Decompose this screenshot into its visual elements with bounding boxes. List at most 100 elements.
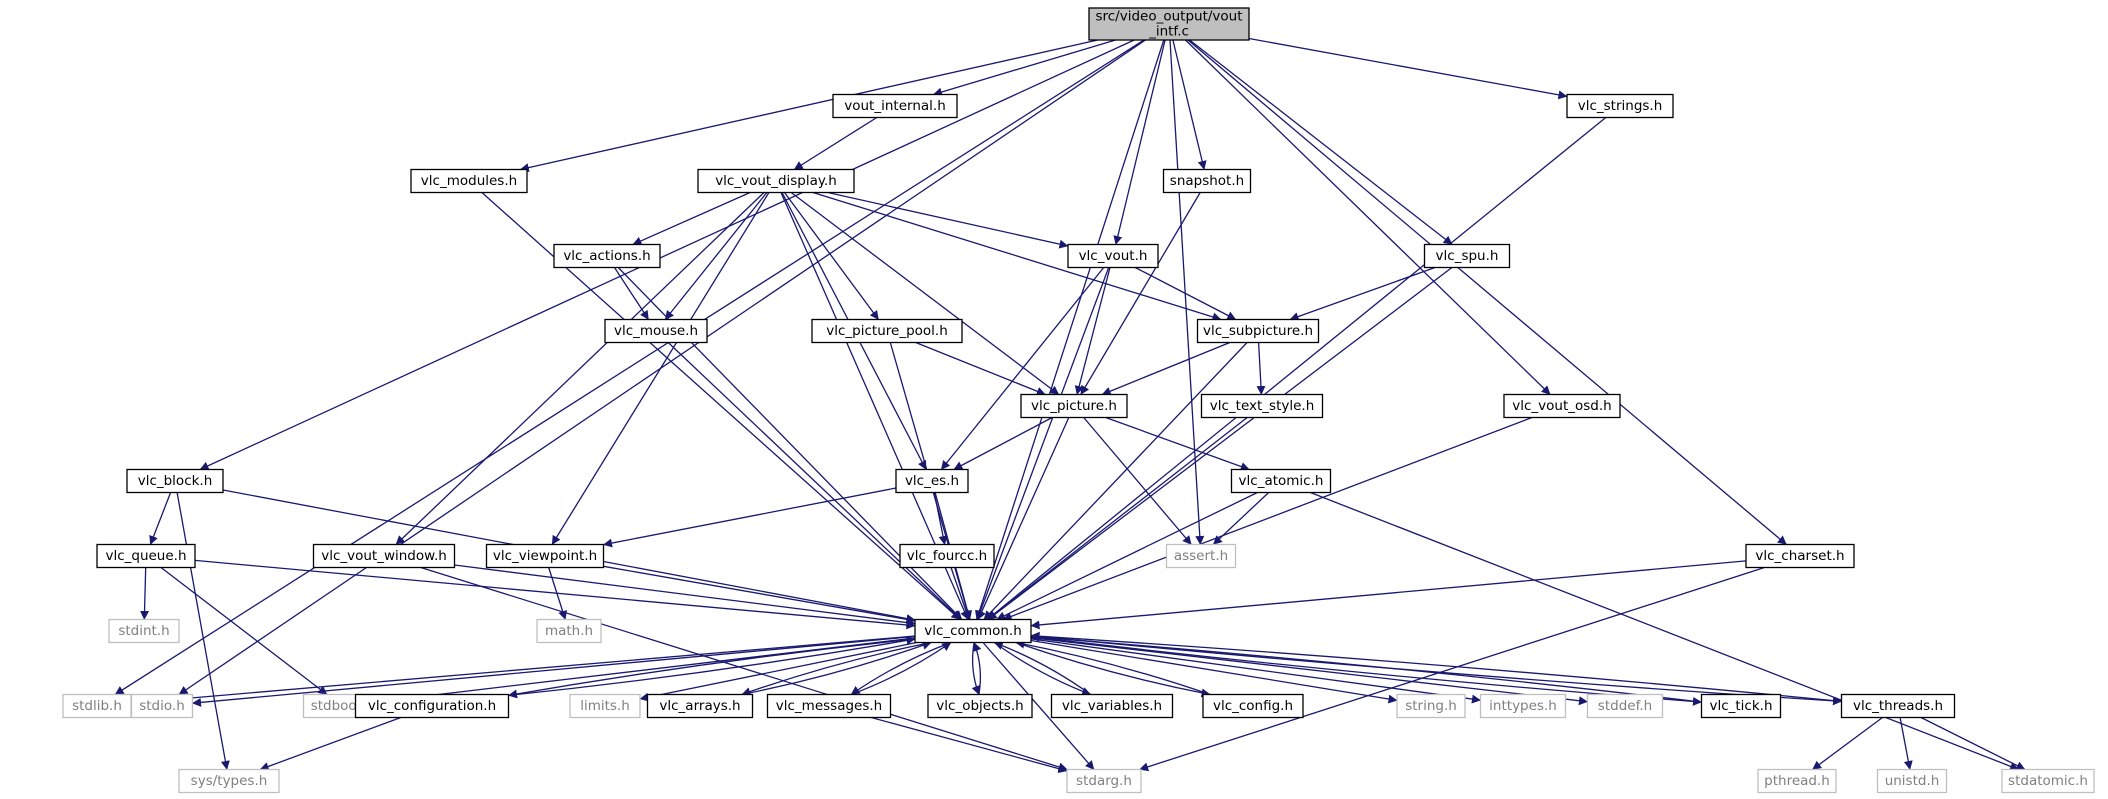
- node-vlc-fourcc-h[interactable]: vlc_fourcc.h: [899, 543, 995, 569]
- edge-vlc_picture_h-to-assert_h: [1083, 417, 1192, 545]
- node-vlc-strings-h[interactable]: vlc_strings.h: [1566, 93, 1674, 119]
- edge-vlc_objects_h-to-vlc_common_h: [972, 642, 982, 695]
- node-snapshot-h[interactable]: snapshot.h: [1162, 168, 1252, 194]
- edge-line: [1248, 37, 1568, 100]
- node-box: [130, 693, 194, 719]
- node-vlc-viewpoint-h[interactable]: vlc_viewpoint.h: [485, 543, 605, 569]
- node-pthread-h: pthread.h: [1757, 768, 1837, 794]
- edge-line: [1030, 631, 1842, 703]
- node-vlc-vout-window-h[interactable]: vlc_vout_window.h: [312, 543, 456, 569]
- node-vlc-subpicture-h[interactable]: vlc_subpicture.h: [1196, 318, 1320, 344]
- edge-line: [454, 564, 916, 627]
- edge-vlc_actions_h-to-vlc_common_h: [617, 267, 963, 620]
- node-label: vlc_strings.h: [1578, 98, 1663, 114]
- node-vlc-vout-h[interactable]: vlc_vout.h: [1067, 243, 1159, 269]
- node-vlc-arrays-h[interactable]: vlc_arrays.h: [646, 693, 754, 719]
- edge-vlc_es_h-to-vlc_viewpoint_h: [603, 487, 897, 548]
- edge-vlc_common_h-to-stdlib_h: [130, 635, 916, 707]
- node-label: vlc_mouse.h: [614, 323, 698, 339]
- edge-line: [950, 567, 971, 620]
- node-vlc-variables-h[interactable]: vlc_variables.h: [1050, 693, 1174, 719]
- edge-line: [130, 635, 916, 707]
- node-vlc-vout-display-h[interactable]: vlc_vout_display.h: [697, 168, 855, 194]
- node-label: vlc_text_style.h: [1210, 398, 1315, 414]
- edge-vlc_queue_h-to-stdbool_h: [160, 566, 328, 696]
- edge-line: [953, 416, 1053, 471]
- node-box: [1162, 168, 1252, 194]
- edge-layer: [114, 37, 2026, 773]
- node-vout-internal-h[interactable]: vout_internal.h: [832, 93, 958, 119]
- node-box: [1700, 693, 1782, 719]
- node-vlc-threads-h[interactable]: vlc_threads.h: [1840, 693, 1956, 719]
- node-vlc-config-h[interactable]: vlc_config.h: [1202, 693, 1304, 719]
- node-vlc-text-style-h[interactable]: vlc_text_style.h: [1200, 393, 1324, 419]
- edge-vlc_charset_h-to-vlc_common_h: [1030, 560, 1747, 630]
- edge-vlc_vout_display_h-to-vlc_picture_h: [790, 191, 1060, 396]
- edge-vout_intf_c-to-vlc_spu_h: [1189, 39, 1453, 246]
- edge-vlc_configuration_h-to-sys_types_h: [259, 716, 402, 771]
- edge-line: [1310, 491, 2020, 771]
- node-vlc-es-h[interactable]: vlc_es.h: [895, 468, 969, 494]
- edge-line: [160, 566, 328, 696]
- node-vlc-picture-pool-h[interactable]: vlc_picture_pool.h: [811, 318, 963, 344]
- node-box: [1196, 318, 1320, 344]
- edge-line: [1015, 641, 1211, 698]
- node-label: vlc_threads.h: [1853, 698, 1943, 714]
- node-label: vlc_picture_pool.h: [826, 323, 948, 339]
- node-vlc-queue-h[interactable]: vlc_queue.h: [96, 543, 196, 569]
- edge-vlc_threads_h-to-pthread_h: [1812, 716, 1883, 771]
- node-label: vlc_vout_window.h: [321, 548, 447, 564]
- edge-line: [1172, 39, 1207, 170]
- node-label: string.h: [1405, 698, 1457, 714]
- node-vlc-vout-osd-h[interactable]: vlc_vout_osd.h: [1503, 393, 1621, 419]
- edge-line: [1030, 639, 1398, 704]
- edge-line: [850, 641, 952, 696]
- node-vlc-messages-h[interactable]: vlc_messages.h: [766, 693, 892, 719]
- node-label: stddef.h: [1598, 698, 1652, 714]
- edge-vlc_spu_h-to-vlc_common_h: [987, 266, 1453, 621]
- edge-line: [548, 567, 567, 620]
- node-box: [96, 543, 196, 569]
- node-vlc-charset-h[interactable]: vlc_charset.h: [1745, 543, 1855, 569]
- node-vlc-tick-h[interactable]: vlc_tick.h: [1700, 693, 1782, 719]
- node-label: vlc_vout.h: [1079, 248, 1148, 264]
- edge-line: [971, 642, 981, 695]
- node-vlc-configuration-h[interactable]: vlc_configuration.h: [354, 693, 510, 719]
- node-box: [2001, 768, 2095, 794]
- node-stdarg-h: stdarg.h: [1066, 768, 1142, 794]
- edge-line: [1139, 566, 1765, 772]
- edge-vlc_atomic_h-to-vlc_common_h: [996, 491, 1258, 621]
- edge-line: [1083, 417, 1192, 545]
- edge-line: [1101, 341, 1231, 396]
- node-vlc-mouse-h[interactable]: vlc_mouse.h: [604, 318, 708, 344]
- node-stdint-h: stdint.h: [108, 618, 180, 644]
- node-vlc-objects-h[interactable]: vlc_objects.h: [927, 693, 1033, 719]
- edge-vlc_vout_window_h-to-vlc_common_h: [454, 564, 916, 627]
- node-label: vlc_vout_display.h: [715, 173, 837, 189]
- node-layer: src/video_output/vout_intf.c vout_interna…: [62, 7, 2095, 794]
- edge-line: [987, 416, 1248, 621]
- node-box: [553, 243, 661, 269]
- edge-vlc_picture_h-to-vlc_es_h: [953, 416, 1053, 471]
- node-vlc-actions-h[interactable]: vlc_actions.h: [553, 243, 661, 269]
- node-box: [766, 693, 892, 719]
- node-vlc-block-h[interactable]: vlc_block.h: [126, 468, 224, 494]
- edge-vlc_picture_pool_h-to-vlc_picture_h: [915, 341, 1046, 396]
- edge-line: [982, 642, 1095, 770]
- node-vlc-modules-h[interactable]: vlc_modules.h: [410, 168, 528, 194]
- node-vout-intf-c[interactable]: src/video_output/vout_intf.c: [1088, 7, 1250, 41]
- node-vlc-atomic-h[interactable]: vlc_atomic.h: [1230, 468, 1332, 494]
- edge-vlc_messages_h-to-stdarg_h: [871, 716, 1068, 773]
- node-box: [1503, 393, 1621, 419]
- node-vlc-picture-h[interactable]: vlc_picture.h: [1020, 393, 1128, 419]
- edge-vlc_vout_display_h-to-vlc_actions_h: [632, 191, 751, 246]
- edge-line: [1289, 266, 1436, 321]
- node-vlc-common-h[interactable]: vlc_common.h: [914, 618, 1032, 644]
- edge-line: [1002, 416, 1533, 621]
- node-vlc-spu-h[interactable]: vlc_spu.h: [1423, 243, 1511, 269]
- node-box: [1876, 768, 1948, 794]
- edge-line: [667, 342, 962, 620]
- edge-vlc_common_h-to-vlc_configuration_h: [508, 638, 916, 699]
- edge-vlc_spu_h-to-vlc_subpicture_h: [1289, 266, 1436, 321]
- node-sys-types-h: sys/types.h: [178, 768, 280, 794]
